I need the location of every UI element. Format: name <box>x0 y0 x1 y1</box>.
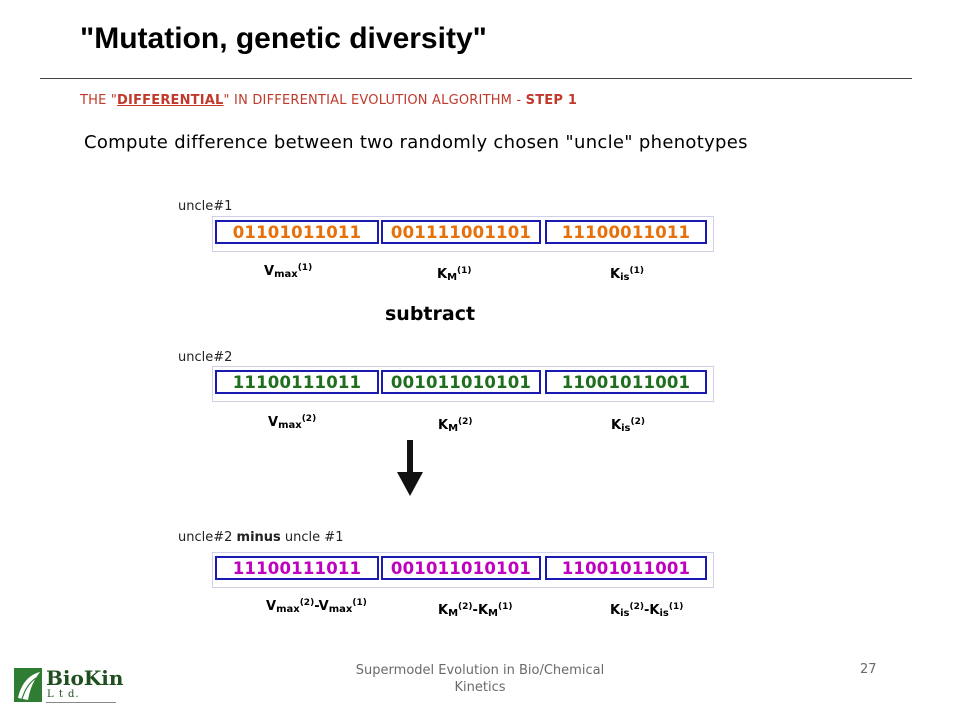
logo-name: BioKin <box>46 666 124 690</box>
biokin-logo: BioKin L t d. <box>14 666 124 710</box>
subtitle-middle: " IN DIFFERENTIAL EVOLUTION ALGORITHM - <box>223 93 526 108</box>
subtitle-prefix: THE " <box>80 93 118 108</box>
difference-param-kis: Kis(2)-Kis(1) <box>610 602 684 619</box>
uncle2-param-kis: Kis(2) <box>611 417 645 434</box>
slide-title: "Mutation, genetic diversity" <box>80 22 487 55</box>
uncle1-param-kis: Kis(1) <box>610 266 644 283</box>
logo-subtext: L t d. <box>47 689 80 700</box>
uncle1-gene-kis: 11100011011 <box>545 220 707 244</box>
difference-gene-kis: 11001011001 <box>545 556 707 580</box>
uncle2-genome: 11100111011 001011010101 11001011001 <box>212 366 714 402</box>
subtitle-step: STEP 1 <box>525 93 578 108</box>
intro-text: Compute difference between two randomly … <box>84 132 748 153</box>
difference-param-km: KM(2)-KM(1) <box>438 602 513 619</box>
uncle2-gene-kis: 11001011001 <box>545 370 707 394</box>
difference-gene-km: 001011010101 <box>381 556 541 580</box>
difference-param-vmax: Vmax(2)-Vmax(1) <box>266 598 367 615</box>
logo-underline <box>46 702 116 703</box>
uncle1-genome: 01101011011 001111001101 11100011011 <box>212 216 714 252</box>
title-divider <box>40 78 912 79</box>
footer-caption: Supermodel Evolution in Bio/Chemical Kin… <box>355 663 605 695</box>
down-arrow-icon <box>397 440 423 496</box>
uncle1-param-vmax: Vmax(1) <box>264 263 313 280</box>
uncle1-gene-km: 001111001101 <box>381 220 541 244</box>
difference-genome: 11100111011 001011010101 11001011001 <box>212 552 714 588</box>
uncle2-param-vmax: Vmax(2) <box>268 414 317 431</box>
uncle2-label: uncle#2 <box>178 350 233 365</box>
uncle1-param-km: KM(1) <box>437 266 472 283</box>
subtract-label: subtract <box>385 303 476 325</box>
slide-subtitle: THE "DIFFERENTIAL" IN DIFFERENTIAL EVOLU… <box>80 93 577 108</box>
difference-label: uncle#2 minus uncle #1 <box>178 530 344 545</box>
uncle1-label: uncle#1 <box>178 199 233 214</box>
page-number: 27 <box>860 662 877 677</box>
uncle2-gene-vmax: 11100111011 <box>215 370 379 394</box>
uncle2-param-km: KM(2) <box>438 417 473 434</box>
difference-gene-vmax: 11100111011 <box>215 556 379 580</box>
uncle1-gene-vmax: 01101011011 <box>215 220 379 244</box>
subtitle-emphasis: DIFFERENTIAL <box>117 93 224 108</box>
uncle2-gene-km: 001011010101 <box>381 370 541 394</box>
